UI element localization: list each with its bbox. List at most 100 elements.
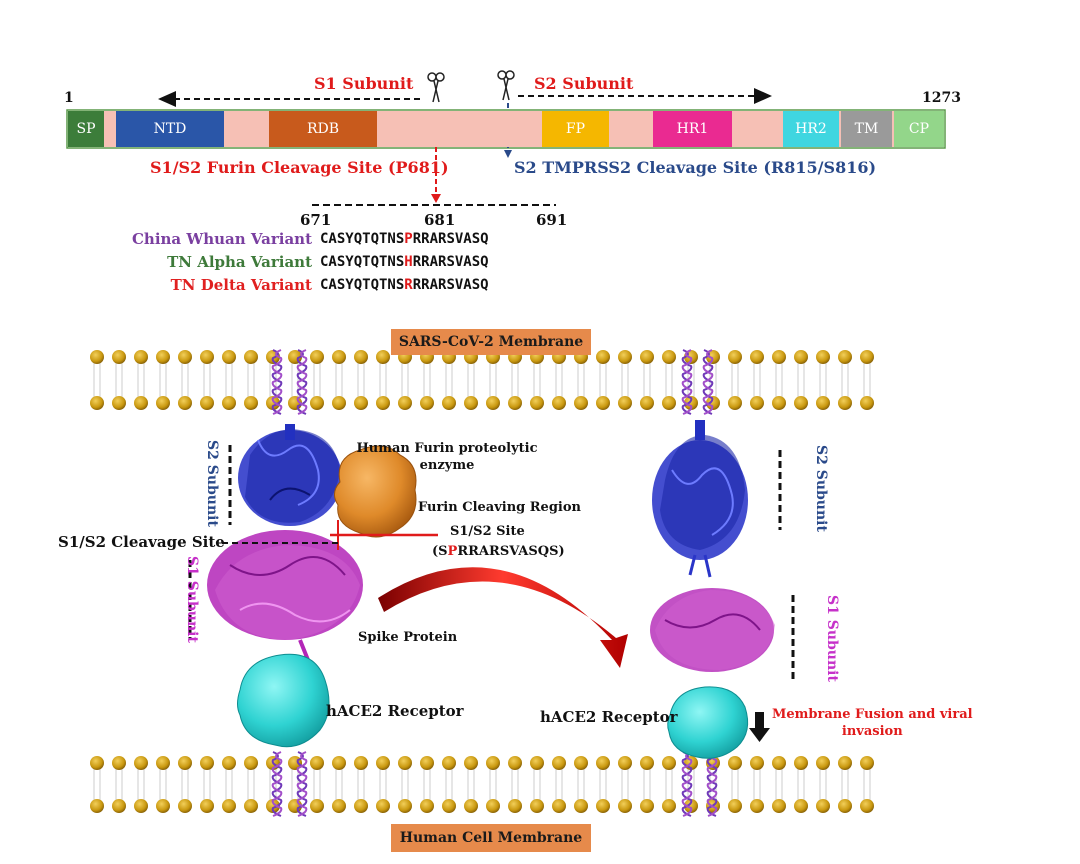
lipid-head: [134, 396, 148, 410]
lipid-tail: [665, 769, 673, 800]
lipid-head: [134, 350, 148, 364]
lipid-head: [530, 799, 544, 813]
lipid-head: [794, 799, 808, 813]
s1-subunit-label-left: S1 Subunit: [184, 556, 200, 643]
cell-membrane: [90, 756, 874, 813]
virus-membrane: [90, 350, 874, 410]
lipid-head: [112, 799, 126, 813]
hace2-label-right: hACE2 Receptor: [540, 708, 678, 726]
lipid-head: [178, 799, 192, 813]
lipid-tail: [599, 769, 607, 800]
lipid-head: [486, 756, 500, 770]
domain-cp: CP: [894, 111, 944, 147]
lipid-head: [530, 756, 544, 770]
tm-helix-strand: [681, 751, 693, 817]
lipid-head: [816, 350, 830, 364]
lipid-head: [574, 799, 588, 813]
lipid-head: [838, 396, 852, 410]
lipid-tail: [577, 769, 585, 800]
lipid-head: [200, 396, 214, 410]
lipid-head: [618, 756, 632, 770]
lipid-tail: [445, 769, 453, 800]
lipid-head: [662, 756, 676, 770]
lipid-tail: [511, 769, 519, 800]
lipid-tail: [379, 363, 387, 397]
lipid-head: [618, 799, 632, 813]
lipid-head: [684, 396, 698, 410]
lipid-tail: [247, 363, 255, 397]
domain-tm: TM: [841, 111, 892, 147]
lipid-tail: [379, 769, 387, 800]
lipid-head: [90, 756, 104, 770]
lipid-head: [662, 396, 676, 410]
lipid-tail: [401, 769, 409, 800]
tmprss2-site-label: S2 TMPRSS2 Cleavage Site (R815/S816): [514, 158, 877, 177]
start-position: 1: [64, 90, 74, 106]
lipid-head: [354, 799, 368, 813]
lipid-head: [200, 756, 214, 770]
lipid-head: [640, 799, 654, 813]
lipid-head: [750, 799, 764, 813]
lipid-tail: [533, 769, 541, 800]
lipid-head: [332, 396, 346, 410]
lipid-tail: [599, 363, 607, 397]
ace2-right-blob: [667, 686, 749, 759]
lipid-tail: [401, 363, 409, 397]
hace2-label-left: hACE2 Receptor: [326, 702, 464, 720]
lipid-tail: [115, 769, 123, 800]
lipid-head: [222, 799, 236, 813]
s1-subunit-label-right: S1 Subunit: [824, 595, 840, 682]
lipid-head: [464, 799, 478, 813]
lipid-head: [244, 396, 258, 410]
s2-subunit-label-left: S2 Subunit: [204, 440, 220, 527]
lipid-head: [794, 396, 808, 410]
lipid-head: [156, 756, 170, 770]
lipid-head: [90, 396, 104, 410]
lipid-tail: [819, 769, 827, 800]
lipid-tail: [93, 363, 101, 397]
seq-pos-691: 691: [536, 211, 568, 229]
lipid-head: [266, 396, 280, 410]
lipid-head: [728, 799, 742, 813]
tm-helix-strand: [271, 349, 283, 415]
lipid-head: [134, 799, 148, 813]
lipid-tail: [225, 363, 233, 397]
lipid-head: [860, 799, 874, 813]
furin-enzyme-blob: [334, 445, 417, 538]
fusion-down-arrow: [749, 712, 770, 742]
lipid-head: [90, 799, 104, 813]
lipid-head: [310, 350, 324, 364]
lipid-head: [244, 756, 258, 770]
lipid-head: [442, 756, 456, 770]
lipid-head: [684, 799, 698, 813]
lipid-head: [486, 396, 500, 410]
lipid-head: [332, 756, 346, 770]
lipid-tail: [93, 769, 101, 800]
lipid-tail: [819, 363, 827, 397]
lipid-tail: [137, 769, 145, 800]
lipid-head: [112, 396, 126, 410]
lipid-head: [596, 396, 610, 410]
furin-enzyme-label: Human Furin proteolytic enzyme: [356, 441, 538, 473]
lipid-head: [178, 756, 192, 770]
lipid-head: [244, 350, 258, 364]
furin-site-label: S1/S2 Furin Cleavage Site (P681): [150, 158, 449, 177]
cleavage-site-label: S1/S2 Cleavage Site: [58, 533, 225, 551]
tm-helix-strand: [296, 751, 308, 817]
lipid-head: [354, 350, 368, 364]
lipid-tail: [775, 363, 783, 397]
lipid-head: [750, 756, 764, 770]
domain-hr2: HR2: [783, 111, 839, 147]
variant-name-delta: TN Delta Variant: [170, 276, 312, 294]
scissors-icon-tmprss2: [497, 70, 515, 101]
fusion-label: Membrane Fusion and viral invasion: [772, 707, 973, 739]
lipid-tail: [533, 363, 541, 397]
lipid-head: [816, 756, 830, 770]
variant-name-china: China Whuan Variant: [131, 230, 312, 248]
lipid-head: [376, 756, 390, 770]
tm-helix-strand: [702, 349, 714, 415]
lipid-head: [574, 396, 588, 410]
lipid-head: [90, 350, 104, 364]
lipid-head: [838, 350, 852, 364]
lipid-head: [640, 350, 654, 364]
